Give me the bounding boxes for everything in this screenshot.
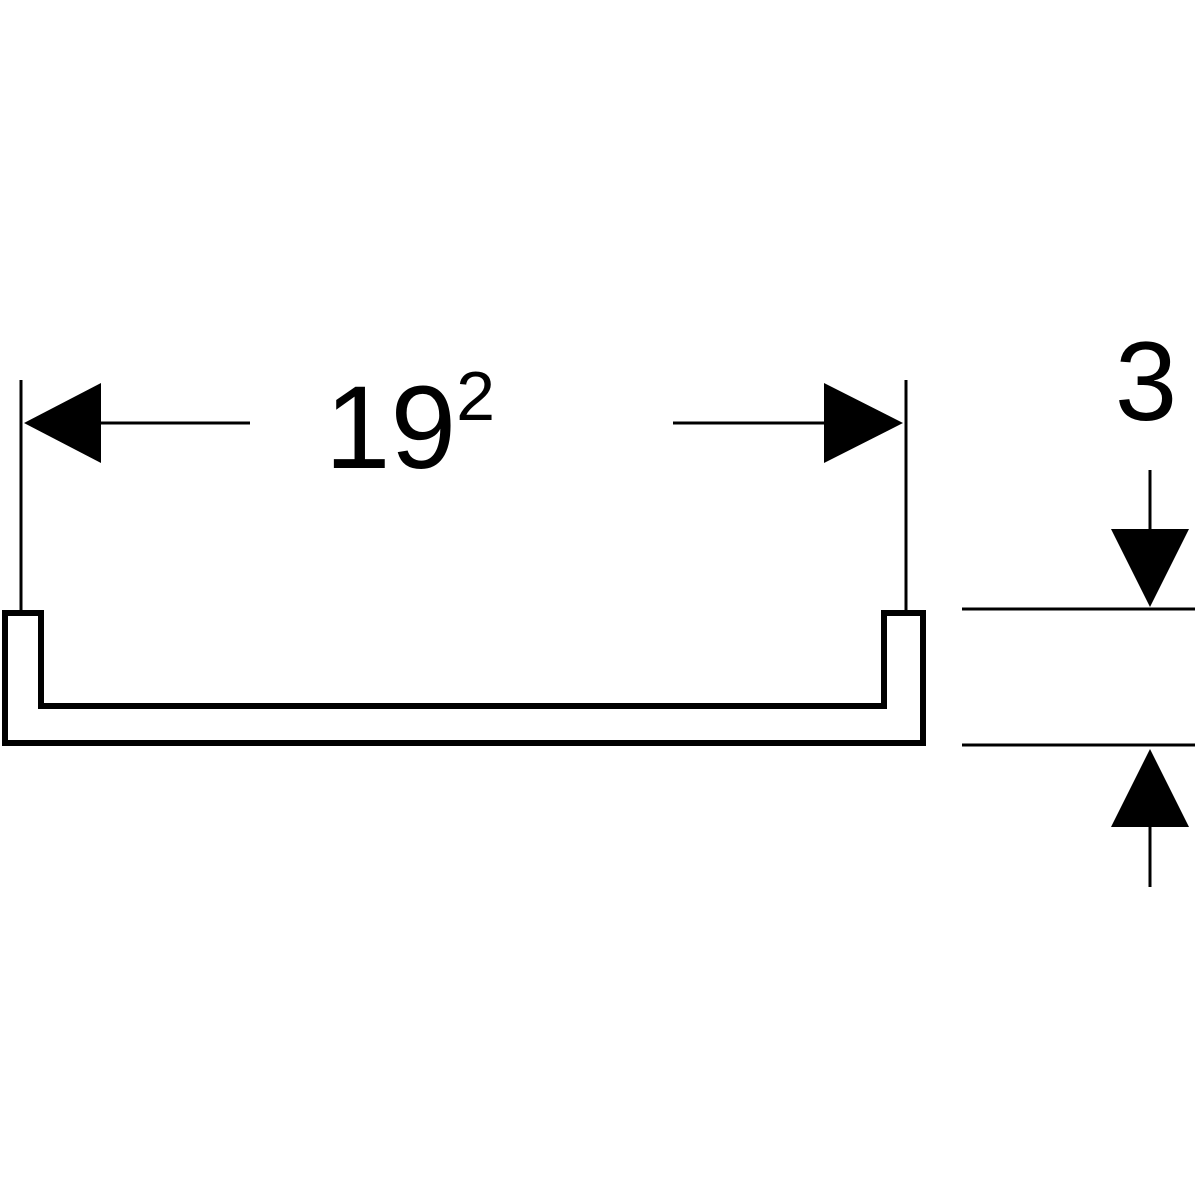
width-dimension-superscript: 2 [456, 357, 495, 435]
width-dimension-label: 192 [325, 357, 495, 494]
width-arrowhead-right [824, 383, 903, 463]
width-dimension-value: 19 [325, 362, 456, 494]
width-arrowhead-left [24, 383, 101, 463]
height-arrowhead-bottom [1111, 749, 1189, 827]
height-arrowhead-top [1111, 529, 1189, 607]
channel-profile-outline [2, 610, 926, 746]
height-dimension-label: 3 [1115, 319, 1177, 444]
